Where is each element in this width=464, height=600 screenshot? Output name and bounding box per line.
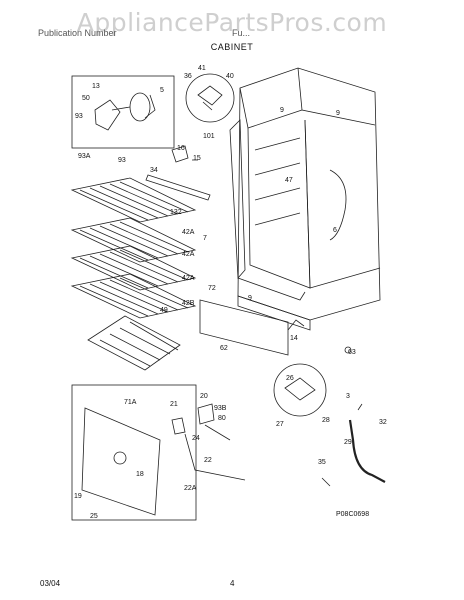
- part-label-93: 93: [75, 113, 83, 120]
- part-label-71a: 71A: [124, 399, 137, 406]
- part-label-9-top: 9: [280, 107, 284, 114]
- part-label-62: 62: [220, 345, 228, 352]
- part-label-20: 20: [200, 393, 208, 400]
- part-label-21: 21: [170, 401, 178, 408]
- part-label-42b: 42B: [182, 300, 195, 307]
- leg-detail-circle: [273, 363, 327, 417]
- part-label-7: 7: [203, 235, 207, 242]
- part-label-132: 132: [170, 209, 182, 216]
- part-label-35: 35: [318, 459, 326, 466]
- publication-label: Publication Number: [38, 28, 117, 38]
- part-label-42a-2: 42A: [182, 251, 195, 258]
- leveling-leg: [344, 346, 352, 354]
- part-label-6: 6: [333, 227, 337, 234]
- part-label-63: 63: [348, 349, 356, 356]
- part-label-25: 25: [90, 513, 98, 520]
- part-label-3: 3: [346, 393, 350, 400]
- drawing-code: P08C0698: [336, 511, 369, 518]
- section-title: CABINET: [210, 42, 254, 52]
- kickplate: [199, 299, 289, 356]
- part-label-28: 28: [322, 417, 330, 424]
- floor-grille: [87, 315, 181, 371]
- part-label-19: 19: [74, 493, 82, 500]
- part-label-18: 18: [136, 471, 144, 478]
- model-label: Fu...: [232, 28, 251, 38]
- part-label-42a-3: 42A: [182, 275, 195, 282]
- part-label-16: 16: [177, 145, 185, 152]
- part-label-93a: 93A: [78, 153, 91, 160]
- shelf-rail: [145, 174, 211, 201]
- drain-hose: [348, 419, 386, 483]
- part-label-24: 24: [192, 435, 200, 442]
- part-label-26: 26: [286, 375, 294, 382]
- fan-assembly: [94, 92, 156, 131]
- part-label-80: 80: [218, 415, 226, 422]
- part-label-93b: 93B: [214, 405, 227, 412]
- part-label-5: 5: [160, 87, 164, 94]
- part-label-9-bottom: 9: [248, 295, 252, 302]
- part-label-101: 101: [203, 133, 215, 140]
- part-label-13: 13: [92, 83, 100, 90]
- part-label-32: 32: [379, 419, 387, 426]
- part-label-41: 41: [198, 65, 206, 72]
- part-label-22: 22: [204, 457, 212, 464]
- back-panel-box: [71, 384, 197, 521]
- part-label-49: 49: [160, 307, 168, 314]
- part-label-47: 47: [285, 177, 293, 184]
- footer-page: 4: [230, 579, 235, 588]
- hinge-detail-circle: [185, 73, 235, 123]
- door-liner: [229, 119, 306, 301]
- part-label-93-b: 93: [118, 157, 126, 164]
- footer-date: 03/04: [40, 579, 61, 588]
- part-label-15: 15: [193, 155, 201, 162]
- part-label-36: 36: [184, 73, 192, 80]
- back-panel: [81, 407, 161, 516]
- part-label-22a: 22A: [184, 485, 197, 492]
- light-socket: [171, 145, 198, 163]
- wire-shelves: [70, 177, 197, 319]
- part-label-27: 27: [276, 421, 284, 428]
- part-label-14: 14: [290, 335, 298, 342]
- cabinet-body: [237, 67, 381, 331]
- part-label-40: 40: [226, 73, 234, 80]
- part-label-50: 50: [82, 95, 90, 102]
- part-label-34: 34: [150, 167, 158, 174]
- drain-plug: [321, 477, 331, 487]
- watermark: AppliancePartsPros.com: [76, 8, 388, 37]
- part-label-29: 29: [344, 439, 352, 446]
- part-label-42a-1: 42A: [182, 229, 195, 236]
- part-label-9-right: 9: [336, 110, 340, 117]
- fan-assembly-box: [71, 75, 175, 149]
- part-label-72: 72: [208, 285, 216, 292]
